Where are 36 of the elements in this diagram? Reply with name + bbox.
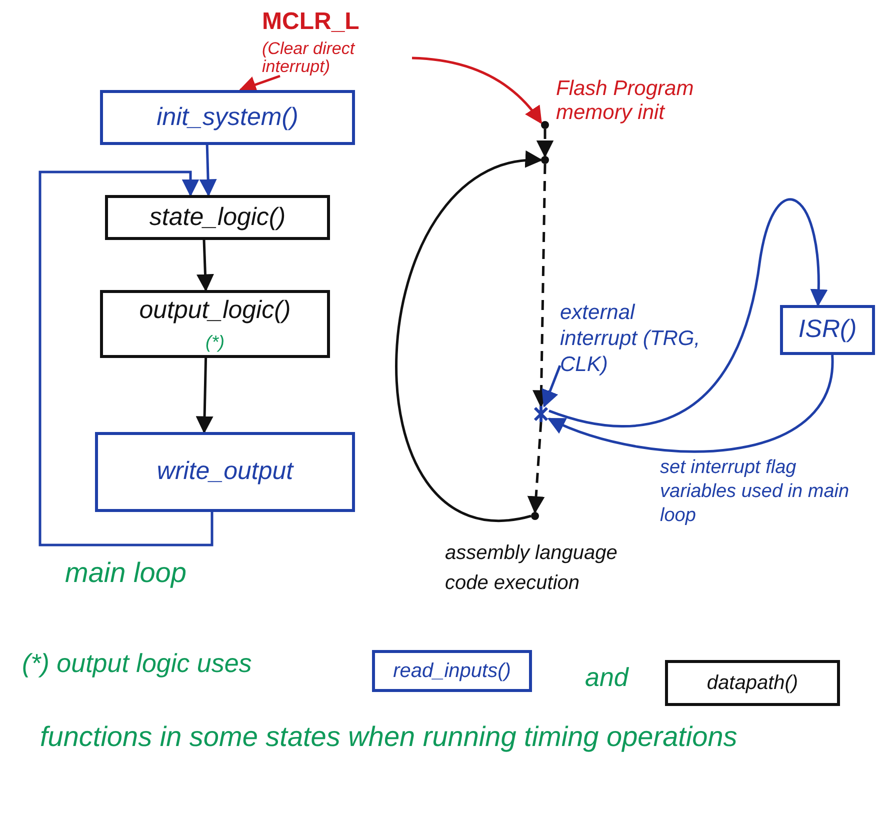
- function-box: [372, 650, 532, 692]
- arrow: [199, 144, 217, 197]
- function-box: [780, 305, 875, 355]
- arrow: [542, 365, 562, 408]
- annotation-text: external interrupt (TRG, CLK): [560, 300, 702, 378]
- arrow: [547, 354, 834, 453]
- arrow: [412, 56, 542, 124]
- arrow: [395, 154, 543, 522]
- annotation-text: MCLR_L: [262, 7, 360, 37]
- arrow: [38, 170, 214, 546]
- function-label: output_logic(): [139, 294, 291, 326]
- function-box: [95, 432, 355, 512]
- annotation-text: Flash Program memory init: [556, 77, 695, 125]
- dashed-arrow: [532, 164, 550, 408]
- function-box: [665, 660, 840, 706]
- dashed-arrow: [536, 129, 554, 158]
- arrow: [548, 198, 828, 428]
- note-text: main loop: [65, 556, 188, 590]
- function-label: init_system(): [156, 102, 298, 133]
- annotation-text: (Clear direct interrupt): [262, 40, 356, 76]
- note-text: assembly language code execution: [445, 541, 618, 596]
- note-text: (*) output logic uses: [22, 647, 253, 680]
- function-label: state_logic(): [149, 202, 286, 233]
- arrow: [196, 240, 214, 292]
- arrow: [196, 358, 214, 434]
- function-label: read_inputs(): [393, 659, 511, 684]
- function-box: [100, 290, 330, 358]
- note-text: and: [585, 661, 630, 694]
- note-text: functions in some states when running timing operations: [40, 720, 738, 754]
- function-label: write_output: [156, 456, 294, 488]
- function-box: [105, 195, 330, 240]
- function-box: [100, 90, 355, 145]
- dashed-arrow: [527, 422, 545, 514]
- function-label: datapath(): [706, 671, 798, 696]
- function-label: ISR(): [798, 314, 857, 346]
- footnote-mark: (*): [206, 331, 224, 354]
